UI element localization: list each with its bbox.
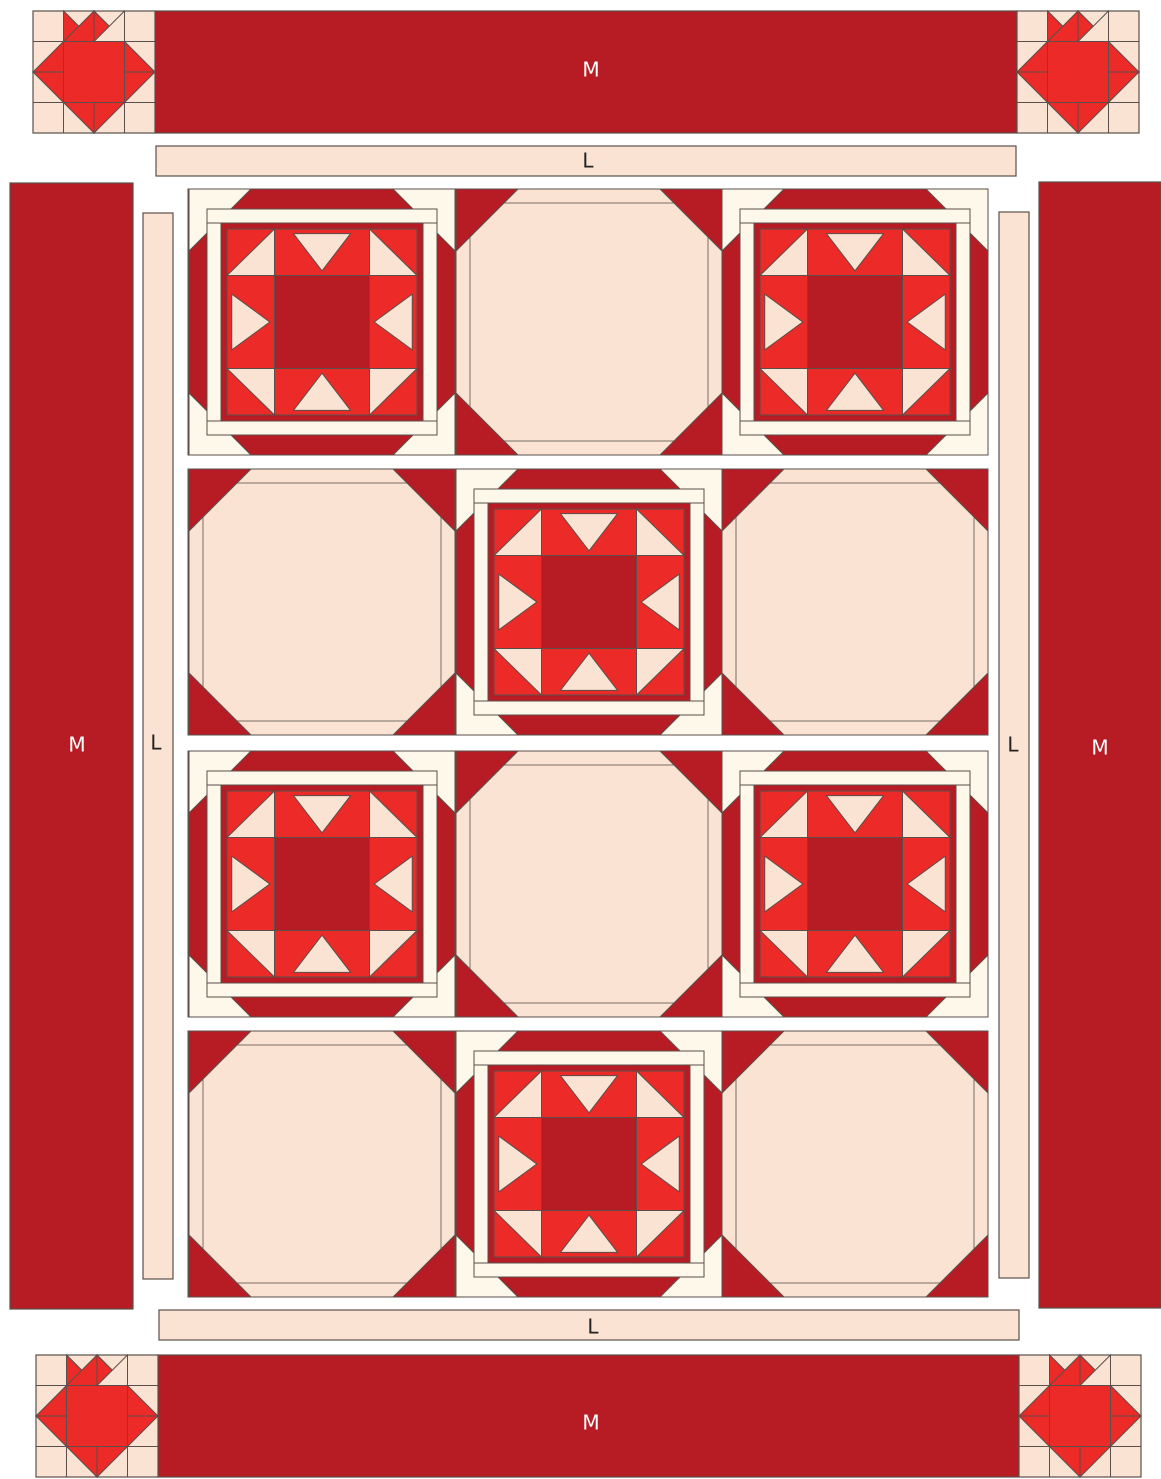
star-block-frame-bottom: [740, 421, 970, 435]
star-block-frame-left: [740, 785, 754, 983]
star-center-square: [64, 42, 125, 103]
star-corner-square: [128, 1447, 159, 1478]
right-sashing-label: L: [1007, 733, 1019, 757]
corner-star-bottom-right: [1019, 1355, 1141, 1477]
snowball-background: [189, 469, 455, 735]
star-block-frame-top: [207, 209, 437, 223]
star-block-center: [542, 1118, 637, 1211]
star-block-center: [808, 276, 903, 369]
star-corner-square: [1111, 1355, 1142, 1386]
star-block-frame-left: [740, 223, 754, 421]
star-block-frame-top: [740, 771, 970, 785]
block-r1-c1-star: [189, 189, 455, 455]
corner-star-top-right: [1017, 11, 1139, 133]
left-border-label: M: [68, 733, 85, 757]
star-block-frame-bottom: [474, 701, 704, 715]
star-block-frame-top: [740, 209, 970, 223]
star-block-frame-left: [207, 785, 221, 983]
snowball-background: [456, 189, 722, 455]
star-corner-square: [1019, 1447, 1050, 1478]
star-block-frame-right: [423, 223, 437, 421]
star-block-frame-right: [423, 785, 437, 983]
snowball-background: [189, 1031, 455, 1297]
star-block-frame-left: [207, 223, 221, 421]
block-r2-c1-snowball: [189, 469, 455, 735]
star-block-frame-bottom: [207, 421, 437, 435]
snowball-background: [456, 751, 722, 1017]
star-block-frame-left: [474, 503, 488, 701]
star-block-frame-top: [207, 771, 437, 785]
corner-star-top-left: [33, 11, 155, 133]
block-r2-c3-snowball: [722, 469, 988, 735]
block-r3-c3-star: [722, 751, 988, 1017]
star-corner-square: [1017, 11, 1048, 42]
star-corner-square: [1109, 103, 1140, 134]
star-block-frame-right: [690, 503, 704, 701]
star-corner-square: [1109, 11, 1140, 42]
star-corner-square: [1017, 103, 1048, 134]
block-r3-c2-snowball: [456, 751, 722, 1017]
star-block-frame-right: [956, 785, 970, 983]
star-corner-square: [125, 11, 156, 42]
star-corner-square: [128, 1355, 159, 1386]
block-r4-c1-snowball: [189, 1031, 455, 1297]
star-corner-square: [1019, 1355, 1050, 1386]
quilt-blocks-layer: [188, 189, 988, 1297]
top-border-label: M: [582, 58, 599, 82]
star-corner-square: [125, 103, 156, 134]
star-corner-square: [36, 1355, 67, 1386]
block-r2-c2-star: [456, 469, 722, 735]
star-block-frame-right: [690, 1065, 704, 1263]
star-block-center: [275, 838, 370, 931]
star-corner-square: [33, 11, 64, 42]
snowball-background: [722, 469, 988, 735]
star-block-frame-bottom: [207, 983, 437, 997]
star-block-center: [542, 556, 637, 649]
corner-star-bottom-left: [36, 1355, 158, 1477]
left-sashing-label: L: [150, 731, 162, 755]
star-center-square: [1048, 42, 1109, 103]
block-r3-c1-star: [189, 751, 455, 1017]
star-center-square: [1050, 1386, 1111, 1447]
star-corner-square: [1111, 1447, 1142, 1478]
star-block-frame-bottom: [740, 983, 970, 997]
star-corner-square: [36, 1447, 67, 1478]
star-block-frame-right: [956, 223, 970, 421]
top-sashing-label: L: [582, 149, 594, 173]
star-block-frame-left: [474, 1065, 488, 1263]
snowball-background: [722, 1031, 988, 1297]
block-r1-c2-snowball: [456, 189, 722, 455]
star-center-square: [67, 1386, 128, 1447]
star-block-frame-top: [474, 489, 704, 503]
star-block-center: [808, 838, 903, 931]
bottom-border-label: M: [582, 1411, 599, 1435]
block-r4-c2-star: [456, 1031, 722, 1297]
block-r4-c3-snowball: [722, 1031, 988, 1297]
star-block-frame-top: [474, 1051, 704, 1065]
right-border-label: M: [1091, 736, 1108, 760]
bottom-sashing-label: L: [587, 1315, 599, 1339]
block-r1-c3-star: [722, 189, 988, 455]
star-corner-square: [33, 103, 64, 134]
star-block-center: [275, 276, 370, 369]
star-block-frame-bottom: [474, 1263, 704, 1277]
